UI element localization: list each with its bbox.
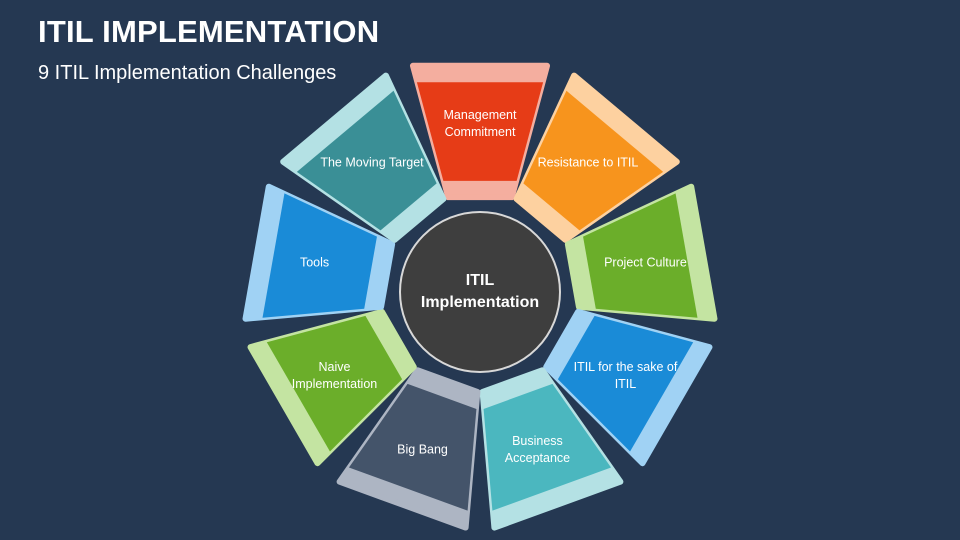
segment-management-commitment	[409, 62, 551, 201]
segment-label: Resistance to ITIL	[537, 155, 639, 170]
segment-label: Naive Implementation	[291, 360, 378, 391]
center-label-line2: Implementation	[420, 294, 540, 311]
center-circle	[399, 211, 561, 373]
segment-body	[348, 383, 477, 511]
slide-subtitle: 9 ITIL Implementation Challenges	[38, 62, 337, 84]
segment-resistance-to-itil	[513, 72, 680, 243]
segment-body	[483, 383, 612, 511]
segment-project-culture	[564, 183, 718, 322]
segment-body	[416, 82, 544, 181]
center-label-line1: ITIL	[465, 272, 495, 289]
segment-itil-for-the-sake-of-itil	[543, 308, 713, 467]
segment-body	[296, 90, 437, 231]
segment-big-bang	[336, 367, 481, 531]
segment-body	[523, 90, 664, 231]
segment-tools	[242, 183, 396, 322]
segment-body	[262, 193, 377, 318]
segment-label: ITIL for the sake of ITIL	[573, 360, 678, 391]
segment-body	[557, 315, 694, 452]
segment-label: Business Acceptance	[504, 433, 571, 465]
segment-label: Big Bang	[397, 442, 448, 457]
center-label: ITIL Implementation	[400, 270, 560, 314]
segment-body	[583, 193, 698, 318]
segment-label: Management Commitment	[443, 108, 517, 139]
slide-title: ITIL IMPLEMENTATION	[38, 14, 380, 49]
segment-label: Project Culture	[604, 255, 687, 270]
segment-body	[266, 315, 403, 452]
segment-naive-implementation	[247, 308, 417, 467]
segment-the-moving-target	[280, 72, 447, 243]
segment-label: Tools	[299, 255, 330, 270]
segment-label: The Moving Target	[320, 155, 424, 170]
segment-business-acceptance	[479, 367, 624, 531]
